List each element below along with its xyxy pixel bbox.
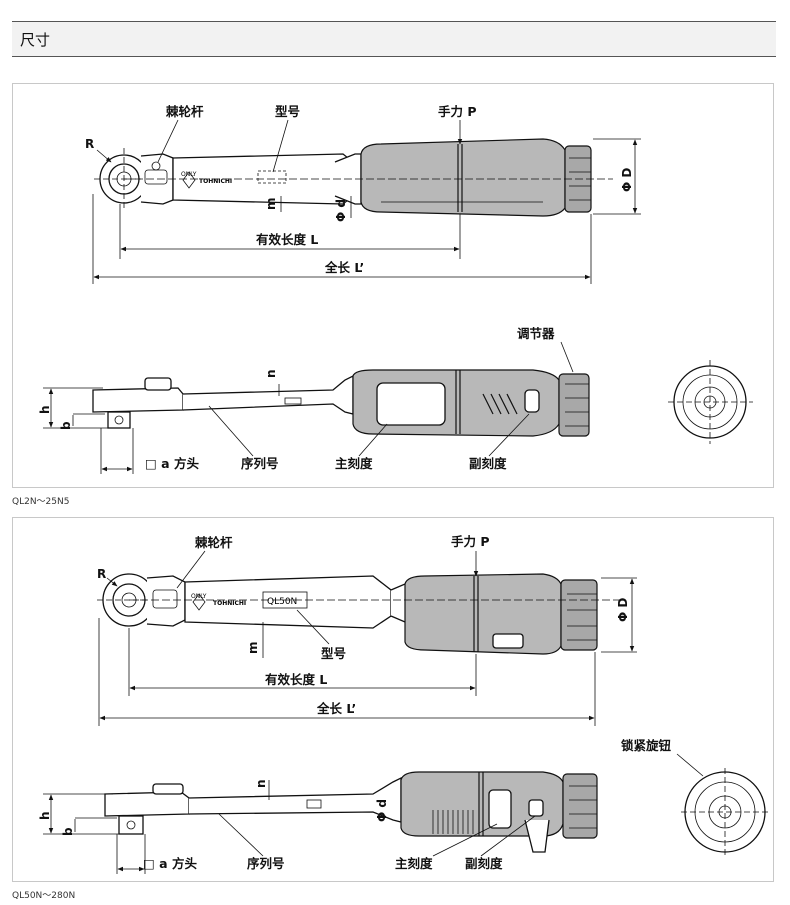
wrench-side-view [92, 369, 590, 437]
engraving-only: ONLY [181, 171, 197, 178]
label-adjuster: 调节器 [517, 326, 555, 341]
label-total-length: 全长 L’ [324, 260, 364, 275]
dim-h-large: h [38, 811, 52, 820]
label-model-large: 型号 [321, 646, 346, 661]
dim-R-large: R [97, 567, 106, 581]
label-serial-no: 序列号 [241, 456, 279, 471]
label-square-drive-large: □ a 方头 [143, 856, 197, 871]
model-range-large: QL50N～280N [12, 891, 76, 901]
diagram-panel-large: ONLY TOHNICHI QL50N 棘轮杆 手力 P R m 型号 Φ D … [12, 517, 774, 882]
dim-phi-D: Φ D [620, 168, 634, 192]
label-ratchet: 棘轮杆 [166, 104, 204, 119]
engraving-only-large: ONLY [191, 593, 207, 600]
label-hand-force-large: 手力 P [451, 534, 490, 549]
label-effective-length-large: 有效长度 L [265, 672, 327, 687]
wrench-end-view [668, 360, 753, 444]
dim-h: h [38, 405, 52, 414]
dim-phi-D-large: Φ D [616, 598, 630, 622]
dim-R: R [85, 137, 94, 151]
section-header: 尺寸 [12, 21, 776, 57]
wrench-top-view-large: ONLY TOHNICHI QL50N [97, 573, 623, 655]
wrench-drawing-large: ONLY TOHNICHI QL50N 棘轮杆 手力 P R m 型号 Φ D … [38, 534, 769, 874]
label-sub-scale: 副刻度 [469, 456, 507, 471]
wrench-side-view-large [104, 771, 598, 853]
engraving-model-large: QL50N [267, 597, 297, 607]
wrench-end-view-large [681, 768, 769, 856]
label-serial-no-large: 序列号 [247, 856, 285, 871]
dim-n: n [264, 369, 278, 378]
label-total-length-large: 全长 L’ [316, 701, 356, 716]
label-main-scale: 主刻度 [335, 456, 373, 471]
label-main-scale-large: 主刻度 [395, 856, 433, 871]
label-model: 型号 [275, 104, 300, 119]
label-lock-knob: 锁紧旋钮 [621, 738, 672, 753]
label-effective-length: 有效长度 L [256, 232, 318, 247]
dim-phi-d-large: Φ d [375, 799, 389, 822]
section-title: 尺寸 [20, 31, 51, 49]
wrench-drawing-small: ONLY TOHNICHI 棘轮杆 型号 手力 P R m Φ d Φ D 有效… [38, 104, 753, 474]
label-ratchet-large: 棘轮杆 [195, 535, 233, 550]
wrench-top-view: ONLY TOHNICHI [94, 138, 613, 217]
dim-phi-d: Φ d [334, 199, 348, 222]
dim-m-large: m [246, 641, 260, 654]
label-hand-force: 手力 P [438, 104, 477, 119]
label-square-drive: □ a 方头 [145, 456, 199, 471]
engraving-brand-large: TOHNICHI [213, 600, 246, 607]
dim-b-large: b [61, 827, 75, 836]
diagram-panel-small: ONLY TOHNICHI 棘轮杆 型号 手力 P R m Φ d Φ D 有效… [12, 83, 774, 488]
dim-m: m [264, 197, 278, 210]
model-range-small: QL2N～25N5 [12, 497, 70, 507]
label-sub-scale-large: 副刻度 [465, 856, 503, 871]
engraving-brand: TOHNICHI [199, 178, 232, 185]
dim-b: b [59, 421, 73, 430]
dim-n-large: n [254, 779, 268, 788]
